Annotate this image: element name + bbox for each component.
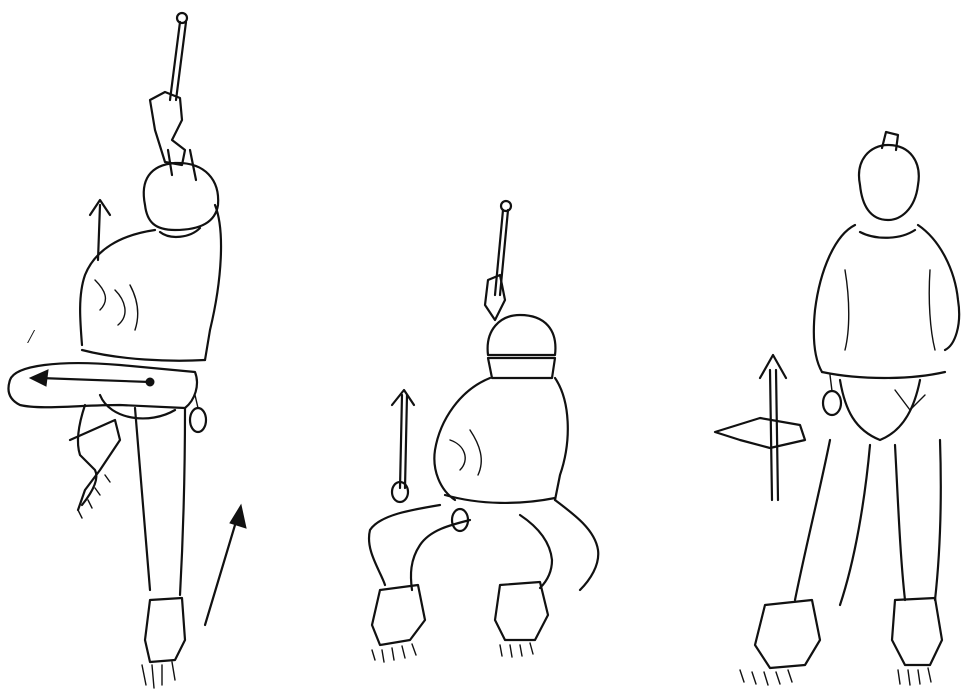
crampon-icon <box>495 582 548 657</box>
helmet-icon <box>144 163 218 230</box>
arrow-icon <box>30 370 154 386</box>
climber-figure-left: / <box>8 13 246 688</box>
crampon-icon <box>740 600 820 685</box>
panel-mark: / <box>27 326 36 348</box>
climber-figure-right <box>715 132 959 685</box>
arrow-icon <box>90 200 110 260</box>
crampon-icon <box>372 585 425 662</box>
ice-axe-icon <box>392 390 414 502</box>
carabiner-icon <box>823 375 841 415</box>
ice-axe-icon <box>495 201 511 295</box>
helmet-icon <box>859 132 919 220</box>
ice-axe-icon <box>715 355 805 500</box>
climber-figure-center <box>369 201 598 662</box>
ice-axe-icon <box>170 13 187 100</box>
helmet-icon <box>488 315 556 378</box>
arrow-icon <box>205 505 246 625</box>
crampon-icon <box>892 598 942 685</box>
crampon-icon <box>142 662 175 688</box>
